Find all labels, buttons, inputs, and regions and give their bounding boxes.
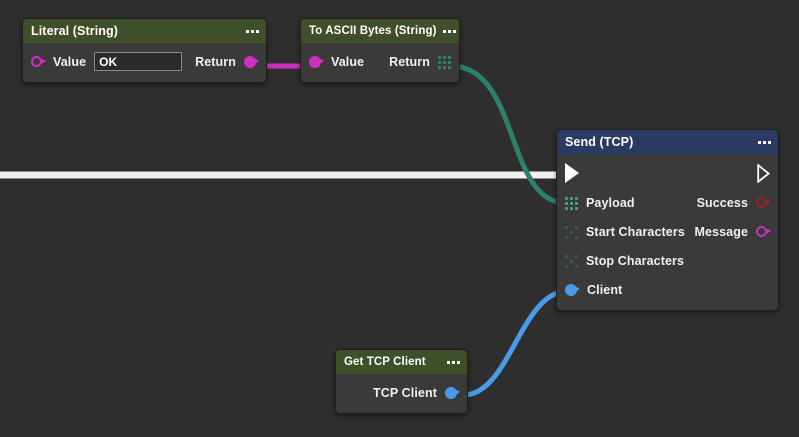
port-value-input[interactable] [31, 55, 46, 69]
port-return-output-array[interactable] [438, 55, 451, 69]
port-start-characters-input-array[interactable] [565, 225, 578, 239]
port-message-output[interactable] [756, 225, 771, 239]
node-menu-icon[interactable] [441, 360, 460, 364]
node-menu-icon[interactable] [752, 140, 771, 144]
port-label-client: Client [587, 282, 623, 297]
exec-in-arrow-icon[interactable] [565, 163, 579, 183]
port-row: Value Return [23, 47, 266, 76]
port-label-message: Message [694, 224, 748, 239]
node-body: Value Return [301, 43, 459, 82]
port-label-value: Value [331, 54, 365, 69]
port-row: Start Characters Message [557, 217, 778, 246]
port-label-return: Return [195, 54, 236, 69]
node-menu-icon[interactable] [437, 29, 456, 33]
node-body: TCP Client [336, 374, 467, 413]
node-body: Value Return [23, 43, 266, 82]
node-get-tcp-client[interactable]: Get TCP Client TCP Client [335, 349, 468, 414]
node-send-tcp[interactable]: Send (TCP) [556, 129, 779, 311]
node-header[interactable]: Get TCP Client [336, 350, 467, 374]
port-label-payload: Payload [586, 195, 635, 210]
node-body: Payload Success Start Characters [557, 154, 778, 310]
node-title: To ASCII Bytes (String) [309, 25, 437, 37]
port-client-input[interactable] [565, 283, 580, 297]
node-header[interactable]: Send (TCP) [557, 130, 778, 154]
wire-client-to-send [459, 288, 571, 398]
node-header[interactable]: To ASCII Bytes (String) [301, 19, 459, 43]
node-title: Send (TCP) [565, 135, 634, 149]
exec-out-arrow-icon[interactable] [757, 163, 770, 183]
port-row: Client [557, 275, 778, 304]
node-literal-string[interactable]: Literal (String) Value Return [22, 18, 267, 83]
port-tcp-client-output[interactable] [445, 386, 460, 400]
port-stop-characters-input-array[interactable] [565, 254, 578, 268]
port-label-success: Success [696, 195, 748, 210]
port-label-stop-characters: Stop Characters [586, 253, 685, 268]
node-title: Literal (String) [31, 24, 119, 38]
wire-ascii-to-payload [448, 63, 569, 206]
port-payload-input-array[interactable] [565, 196, 578, 210]
node-menu-icon[interactable] [240, 29, 259, 33]
value-input-field[interactable] [94, 52, 183, 71]
node-to-ascii-bytes[interactable]: To ASCII Bytes (String) Value Return [300, 18, 460, 83]
port-label-return: Return [389, 54, 430, 69]
port-row: TCP Client [336, 378, 467, 407]
port-value-input[interactable] [309, 55, 324, 69]
node-title: Get TCP Client [344, 356, 426, 368]
port-row: Payload Success [557, 188, 778, 217]
exec-row [557, 158, 778, 188]
port-label-value: Value [53, 54, 87, 69]
port-return-output[interactable] [244, 55, 259, 69]
node-header[interactable]: Literal (String) [23, 19, 266, 43]
port-label-start-characters: Start Characters [586, 224, 685, 239]
port-success-output[interactable] [756, 196, 771, 210]
port-label-tcp-client: TCP Client [373, 385, 437, 400]
port-row: Value Return [301, 47, 459, 76]
port-row: Stop Characters [557, 246, 778, 275]
